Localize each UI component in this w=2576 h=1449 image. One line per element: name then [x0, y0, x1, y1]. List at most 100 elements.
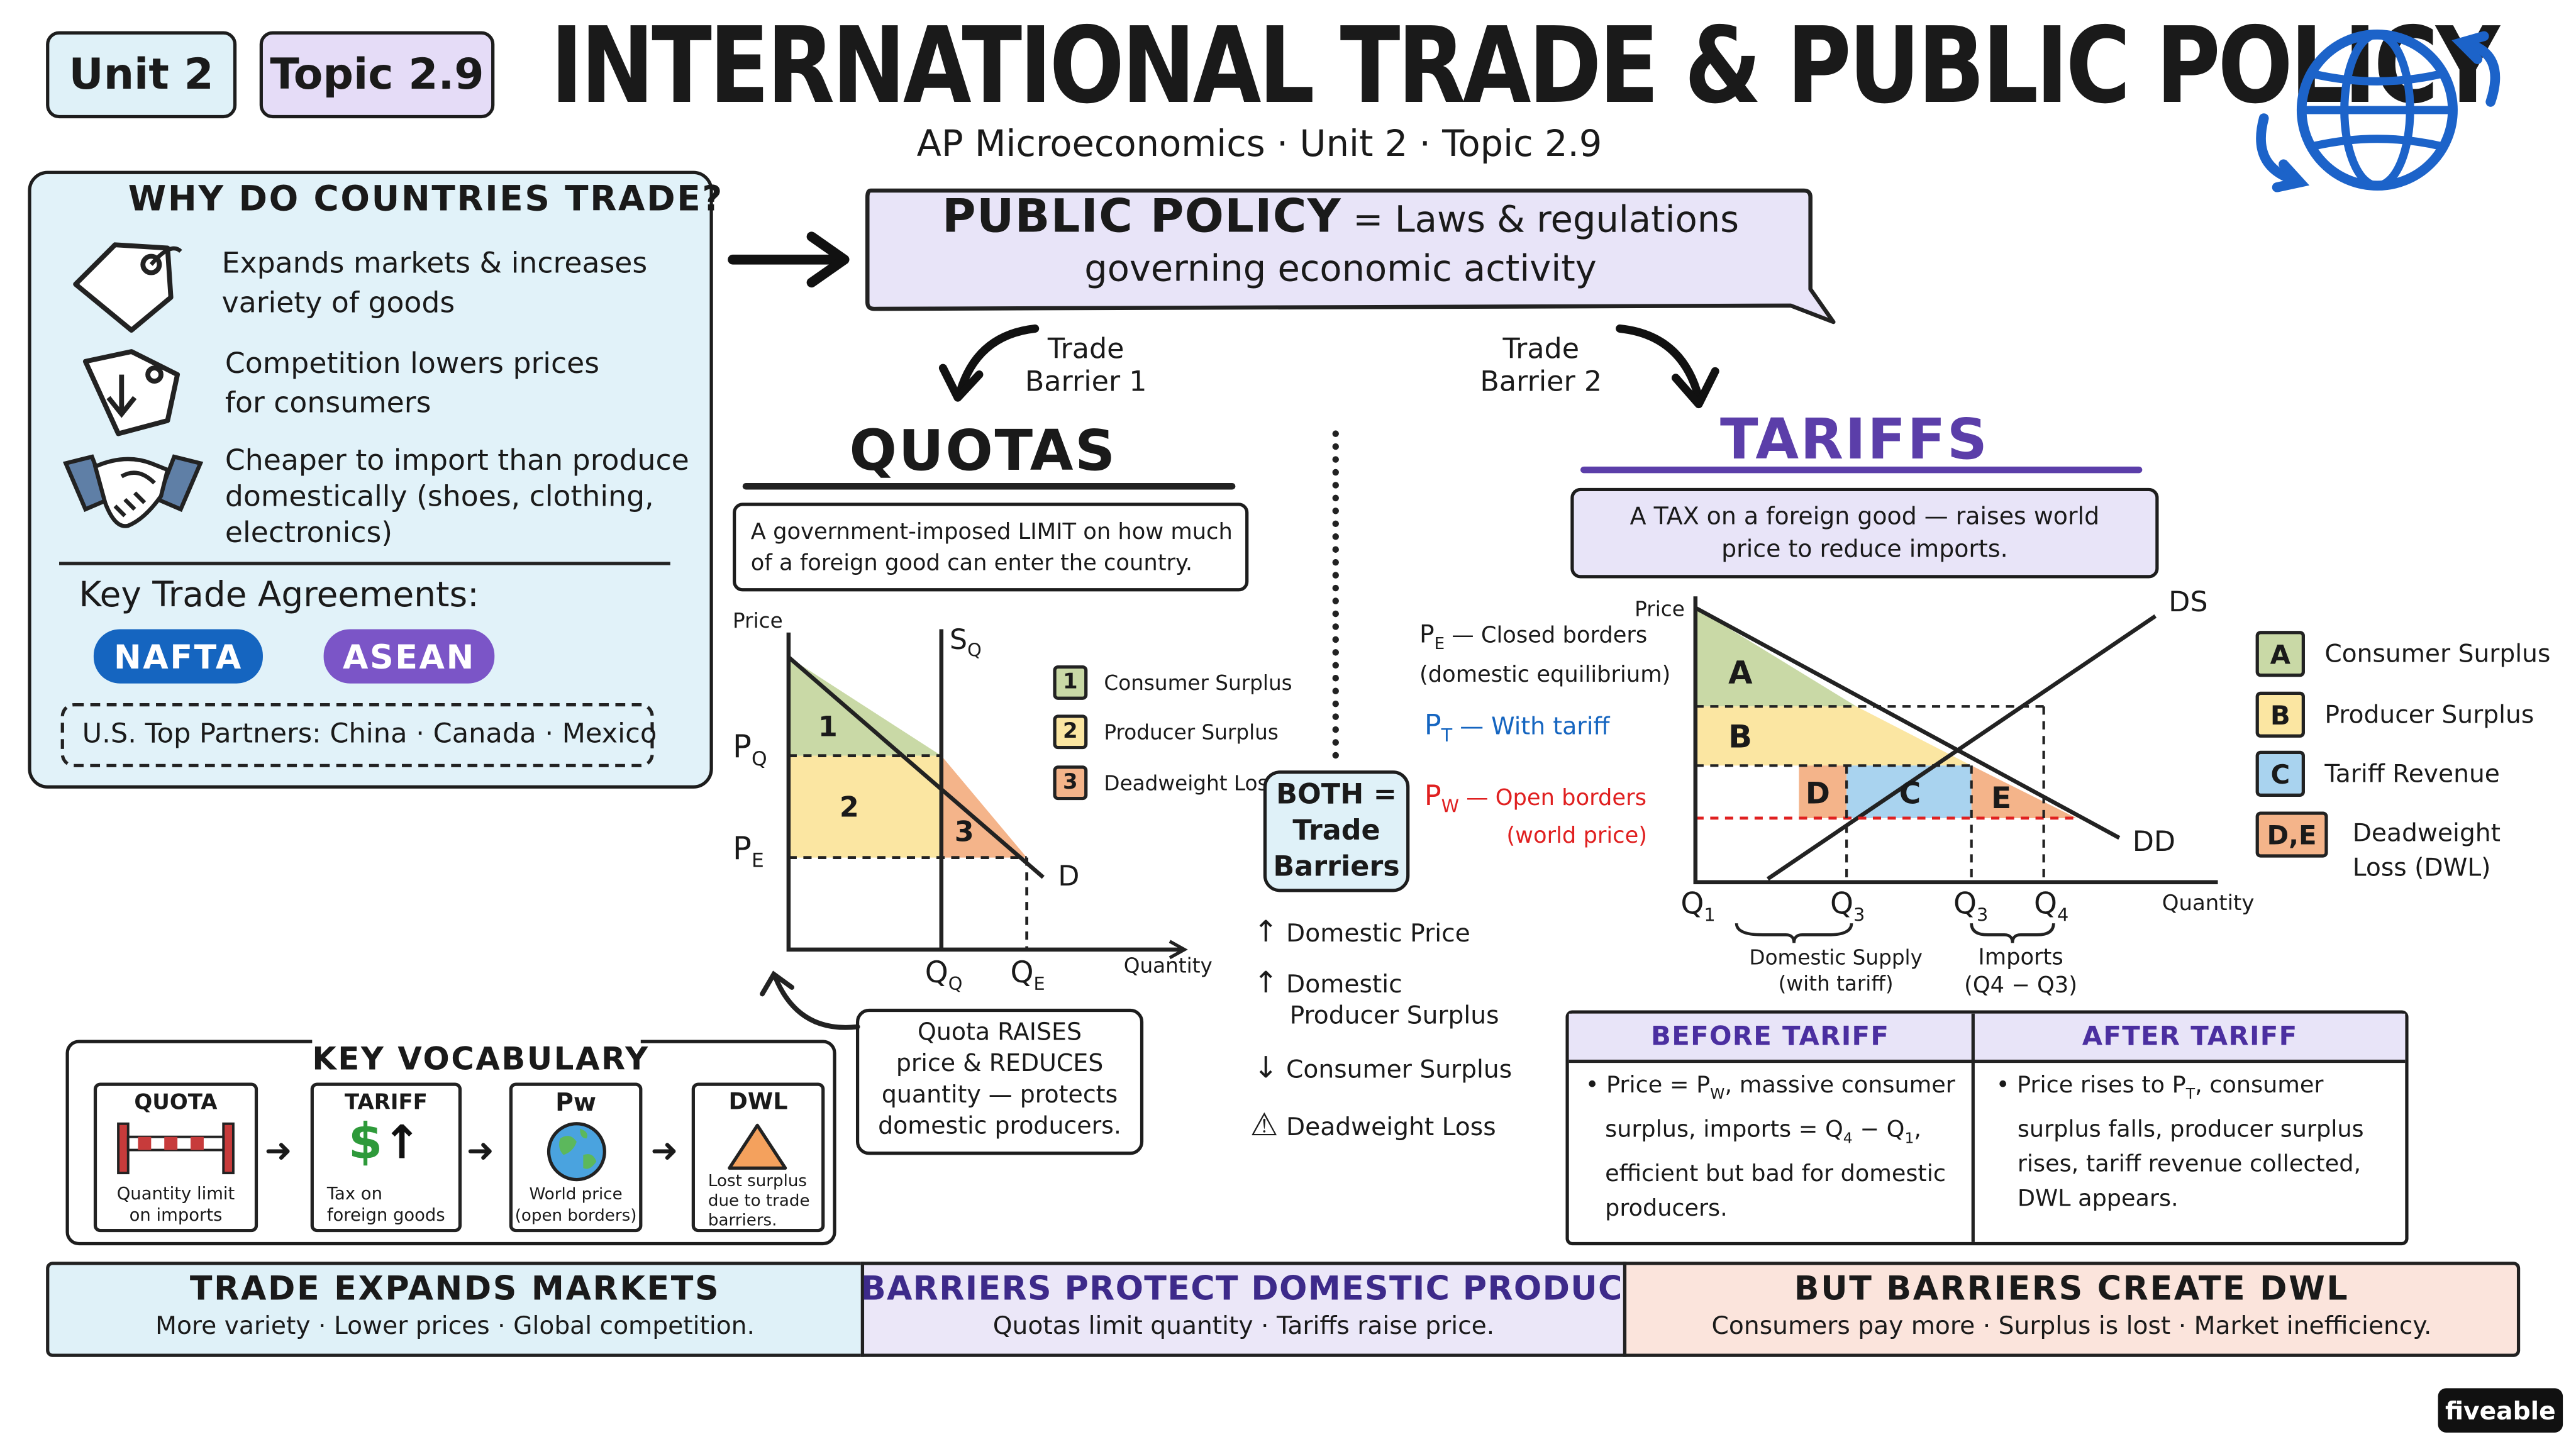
banner-1-title: TRADE EXPANDS MARKETS [189, 1268, 721, 1308]
tariff-region-b [1695, 706, 1972, 766]
agreements-heading: Key Trade Agreements: [79, 575, 479, 614]
price-tag-icon [73, 242, 182, 333]
quota-quantity-label: Quantity [1123, 953, 1213, 978]
effect-consumer-surplus: ↓ Consumer Surplus [1253, 1051, 1513, 1086]
vocab-dwl-term: DWL [728, 1089, 788, 1116]
quota-pe-label: PE [733, 831, 764, 872]
vocab-arrow-1: ➜ [264, 1130, 292, 1170]
vocab-tariff-term: TARIFF [344, 1091, 428, 1116]
quota-region-consumer [788, 657, 941, 756]
quota-region-1-label: 1 [818, 711, 838, 745]
banner-barriers-protect [860, 1262, 1627, 1357]
imports-label: Imports(Q4 − Q3) [1964, 945, 2077, 999]
domestic-supply-brace [1735, 923, 1853, 943]
before-after-header-bg [1568, 1013, 2406, 1062]
quota-legend-1-swatch: 1 [1053, 665, 1088, 700]
banner-3-title: BUT BARRIERS CREATE DWL [1794, 1268, 2350, 1308]
quota-region-dwl [941, 755, 1027, 858]
tariff-supply-curve [1766, 614, 2157, 881]
tariff-a-label: A [1728, 655, 1753, 692]
after-tariff-text: • Price rises to PT, consumer surplus fa… [1996, 1072, 2364, 1213]
vocab-pw-def: World price(open borders) [514, 1186, 637, 1226]
vocab-arrow-3: ➜ [650, 1130, 679, 1170]
tariff-chart [1693, 596, 2218, 885]
dollar-up-icon: $↑ [348, 1114, 421, 1172]
before-after-header-line [1568, 1059, 2406, 1063]
vocab-quota-term: QUOTA [134, 1091, 218, 1116]
tariff-q4-label: Q4 [2033, 887, 2069, 926]
quota-d-label: D [1058, 860, 1080, 894]
effect-deadweight-loss: ⚠ Deadweight Loss [1250, 1107, 1496, 1144]
tariff-legend-a-swatch: A [2255, 631, 2305, 677]
world-globe-icon [547, 1122, 606, 1182]
tariff-legend-b-swatch: B [2255, 691, 2305, 738]
quota-legend-3-label: Deadweight Loss [1104, 770, 1279, 796]
center-divider [1332, 430, 1339, 759]
quota-price-label: Price [733, 608, 783, 633]
nafta-badge: NAFTA [93, 629, 263, 684]
tariff-legend-c-label: Tariff Revenue [2324, 758, 2500, 789]
public-policy-definition: PUBLIC POLICY = Laws & regulations gover… [867, 189, 1814, 296]
unit-tag: Unit 2 [46, 31, 237, 119]
page-title: INTERNATIONAL TRADE & PUBLIC POLICY [550, 6, 2500, 128]
quota-y-axis [786, 632, 1183, 952]
quota-legend-3-swatch: 3 [1053, 765, 1088, 801]
quotas-title: QUOTAS [849, 419, 1117, 485]
tariff-price-label: Price [1635, 596, 1685, 621]
tariffs-title: TARIFFS [1720, 407, 1989, 474]
banner-1-text: More variety · Lower prices · Global com… [155, 1311, 755, 1341]
quota-qe-label: QE [1010, 956, 1045, 995]
quota-region-3-label: 3 [954, 816, 974, 850]
tariff-b-label: B [1728, 719, 1752, 756]
tariff-pw-label: PW — Open borders (world price) [1424, 780, 1648, 850]
tariff-ds-label: DS [2168, 586, 2208, 619]
before-tariff-heading: BEFORE TARIFF [1651, 1020, 1890, 1052]
tariff-region-e [1971, 765, 2077, 818]
tariff-q3b-label: Q3 [1953, 887, 1989, 926]
both-barriers-box [1263, 770, 1410, 892]
banner-2-title: BARRIERS PROTECT DOMESTIC PRODUCERS [860, 1268, 1697, 1308]
imports-brace [1970, 923, 2055, 943]
quota-sq-label: SQ [949, 624, 982, 662]
quota-definition-box [733, 502, 1249, 592]
public-policy-bubble [865, 188, 1836, 325]
after-tariff-heading: AFTER TARIFF [2082, 1020, 2298, 1052]
asean-badge: ASEAN [323, 629, 495, 684]
page-subtitle: AP Microeconomics · Unit 2 · Topic 2.9 [916, 125, 1602, 166]
tariff-pe-label: PE — Closed borders (domestic equilibriu… [1419, 619, 1671, 689]
tariff-c-label: C [1899, 777, 1921, 812]
banner-create-dwl [1623, 1262, 2521, 1357]
quota-region-2-label: 2 [839, 792, 859, 825]
vocab-card-tariff [310, 1082, 462, 1233]
banner-trade-expands [46, 1262, 865, 1357]
triangle-icon [728, 1123, 787, 1170]
vocabulary-heading: KEY VOCABULARY [312, 1041, 650, 1078]
public-policy-equals: = Laws & regulations [1353, 200, 1740, 242]
quota-legend-2-label: Producer Surplus [1104, 719, 1279, 745]
partners-text: U.S. Top Partners: China · Canada · Mexi… [82, 718, 657, 750]
tariff-region-d [1799, 765, 1847, 818]
price-down-tag-icon [82, 349, 180, 436]
before-tariff-text: • Price = PW, massive consumer surplus, … [1585, 1072, 1955, 1222]
vocab-card-dwl [691, 1082, 825, 1233]
curved-arrow-up-icon [760, 970, 860, 1030]
tariff-d-label: D [1805, 777, 1830, 812]
quota-legend-2-swatch: 2 [1053, 714, 1088, 750]
quota-legend-1-label: Consumer Surplus [1104, 670, 1292, 695]
public-policy-term: PUBLIC POLICY [942, 189, 1342, 243]
tariff-legend-a-label: Consumer Surplus [2324, 639, 2551, 669]
tariff-definition-box [1570, 487, 2159, 579]
curved-arrow-left-icon [938, 324, 1040, 402]
quota-note-box [855, 1008, 1144, 1155]
tariff-q1-label: Q1 [1680, 887, 1716, 926]
tariff-e-label: E [1991, 782, 2012, 817]
